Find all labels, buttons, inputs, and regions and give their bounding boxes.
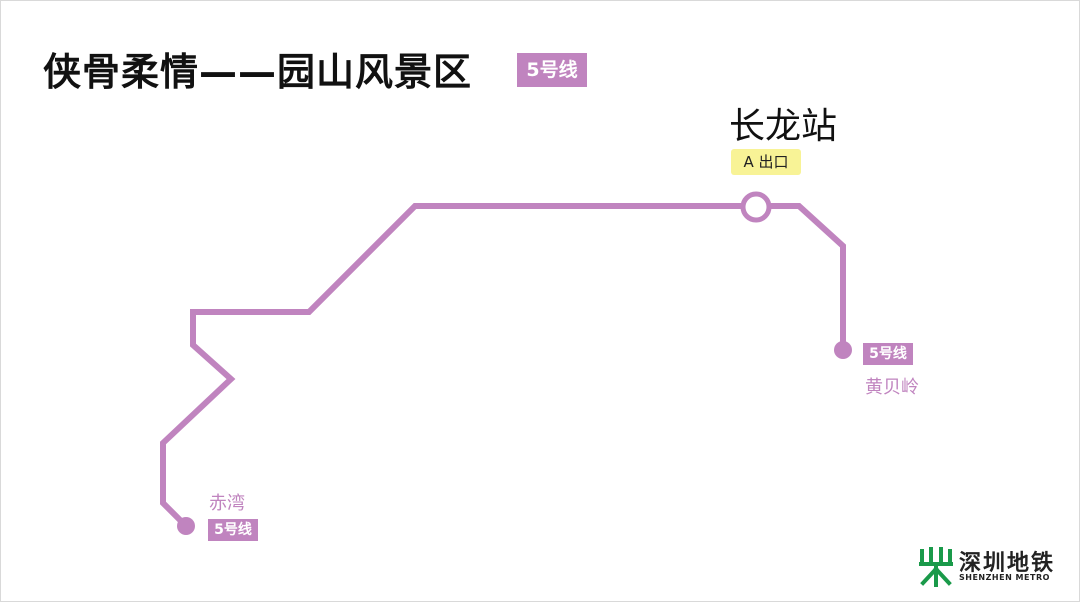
terminal-dot-south xyxy=(177,517,195,535)
terminal-name-north: 黄贝岭 xyxy=(865,377,919,398)
shenzhen-metro-logo: 深圳地铁 SHENZHEN METRO xyxy=(919,545,1069,589)
terminal-line-badge-north: 5号线 xyxy=(863,343,913,365)
metro-logo-icon xyxy=(919,547,953,587)
logo-name-cn: 深圳地铁 xyxy=(959,551,1056,576)
page-title: 侠骨柔情——园山风景区 xyxy=(43,50,473,94)
logo-name-en: SHENZHEN METRO xyxy=(959,573,1050,582)
terminal-line-badge-south: 5号线 xyxy=(208,519,258,541)
title-line-badge: 5号线 xyxy=(517,53,587,87)
terminal-name-south: 赤湾 xyxy=(209,493,245,514)
station-marker-changlong xyxy=(740,191,772,223)
station-name: 长龙站 xyxy=(729,106,838,147)
exit-badge: A 出口 xyxy=(731,149,801,175)
line-5-route xyxy=(160,203,846,529)
terminal-dot-north xyxy=(834,341,852,359)
